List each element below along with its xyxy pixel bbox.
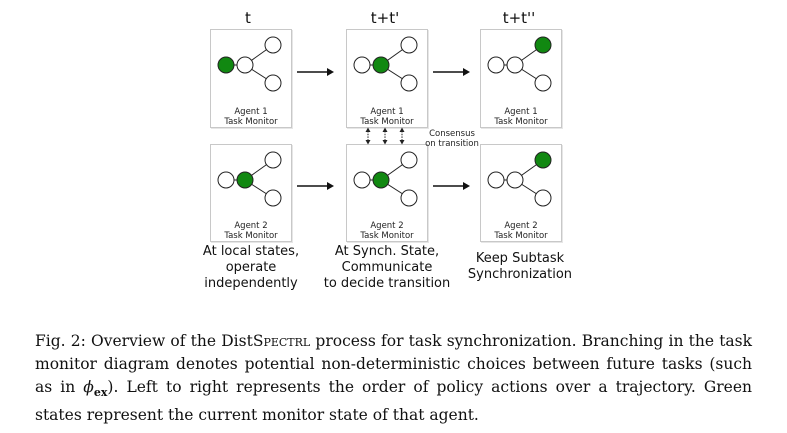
arrow-right-icon (433, 68, 470, 76)
communication-arrows-icon (365, 127, 405, 145)
state-node-middle-active (372, 56, 390, 74)
agent1-monitor-t-double-prime: Agent 1 Task Monitor (480, 29, 562, 128)
caption-line: At local states, (202, 244, 300, 259)
task-monitor-label: Task Monitor (494, 117, 548, 127)
state-node-left-active (217, 56, 235, 74)
state-node-middle (506, 171, 524, 189)
caption-line: operate (225, 260, 277, 275)
method-name: DistSpectrl (221, 332, 311, 350)
state-node-middle (236, 56, 254, 74)
caption-line: Synchronization (467, 267, 573, 282)
state-node-bottom (400, 74, 418, 92)
state-node-left (487, 171, 505, 189)
agent2-monitor-t-double-prime: Agent 2 Task Monitor (480, 144, 562, 242)
state-node-bottom (400, 189, 418, 207)
caption-line: At Synch. State, (334, 244, 440, 259)
caption-text: process for task synchronization. Branch… (35, 332, 753, 396)
state-node-top-active (534, 151, 552, 169)
task-monitor-label: Task Monitor (360, 231, 414, 241)
state-node-bottom (264, 189, 282, 207)
agent1-monitor-t-prime: Agent 1 Task Monitor (346, 29, 428, 128)
time-label-t-prime: t+t' (370, 9, 400, 27)
task-monitor-label: Task Monitor (224, 231, 278, 241)
consensus-line1: Consensus (429, 129, 475, 139)
caption-line: Keep Subtask (475, 251, 565, 266)
math-phi-ex: ϕex (83, 378, 108, 400)
state-node-top (400, 151, 418, 169)
time-label-t: t (245, 9, 251, 27)
caption-synch-state: At Synch. State, Communicate to decide t… (316, 244, 458, 292)
state-node-top (400, 36, 418, 54)
arrow-right-icon (297, 182, 334, 190)
agent-label: Agent 1 (504, 107, 538, 117)
agent1-monitor-t: Agent 1 Task Monitor (210, 29, 292, 128)
agent-label: Agent 2 (370, 221, 404, 231)
monitor-diagram (217, 36, 282, 92)
state-node-bottom (534, 189, 552, 207)
state-node-left (353, 171, 371, 189)
monitor-diagram (217, 151, 282, 207)
caption-line: Communicate (341, 260, 433, 275)
state-node-middle-active (236, 171, 254, 189)
caption-local-states: At local states, operate independently (187, 244, 315, 292)
state-node-left (217, 171, 235, 189)
state-node-left (487, 56, 505, 74)
caption-prefix: Fig. 2: Overview of the (35, 332, 222, 350)
state-node-top-active (534, 36, 552, 54)
task-monitor-label: Task Monitor (224, 117, 278, 127)
monitor-diagram (353, 36, 418, 92)
time-label-t-double-prime: t+t'' (502, 9, 536, 27)
caption-keep-synchronization: Keep Subtask Synchronization (458, 251, 582, 283)
arrow-right-icon (297, 68, 334, 76)
agent2-monitor-t: Agent 2 Task Monitor (210, 144, 292, 242)
monitor-diagram (353, 151, 418, 207)
monitor-diagram (487, 36, 552, 92)
task-monitor-label: Task Monitor (360, 117, 414, 127)
consensus-line2: on transition (425, 139, 479, 149)
agent-label: Agent 2 (234, 221, 268, 231)
arrow-right-icon (433, 182, 470, 190)
figure-caption: Fig. 2: Overview of the DistSpectrl proc… (35, 330, 752, 427)
state-node-left (353, 56, 371, 74)
monitor-diagram (487, 151, 552, 207)
consensus-label: Consensus on transition (422, 129, 482, 149)
caption-line: independently (204, 276, 298, 291)
state-node-middle (506, 56, 524, 74)
agent2-monitor-t-prime: Agent 2 Task Monitor (346, 144, 428, 242)
caption-text-continued: ). Left to right represents the order of… (35, 378, 752, 425)
state-node-middle-active (372, 171, 390, 189)
state-node-bottom (534, 74, 552, 92)
agent-label: Agent 2 (504, 221, 538, 231)
caption-line: to decide transition (323, 276, 451, 291)
state-node-top (264, 36, 282, 54)
state-node-bottom (264, 74, 282, 92)
state-node-top (264, 151, 282, 169)
task-monitor-label: Task Monitor (494, 231, 548, 241)
agent-label: Agent 1 (234, 107, 268, 117)
agent-label: Agent 1 (370, 107, 404, 117)
